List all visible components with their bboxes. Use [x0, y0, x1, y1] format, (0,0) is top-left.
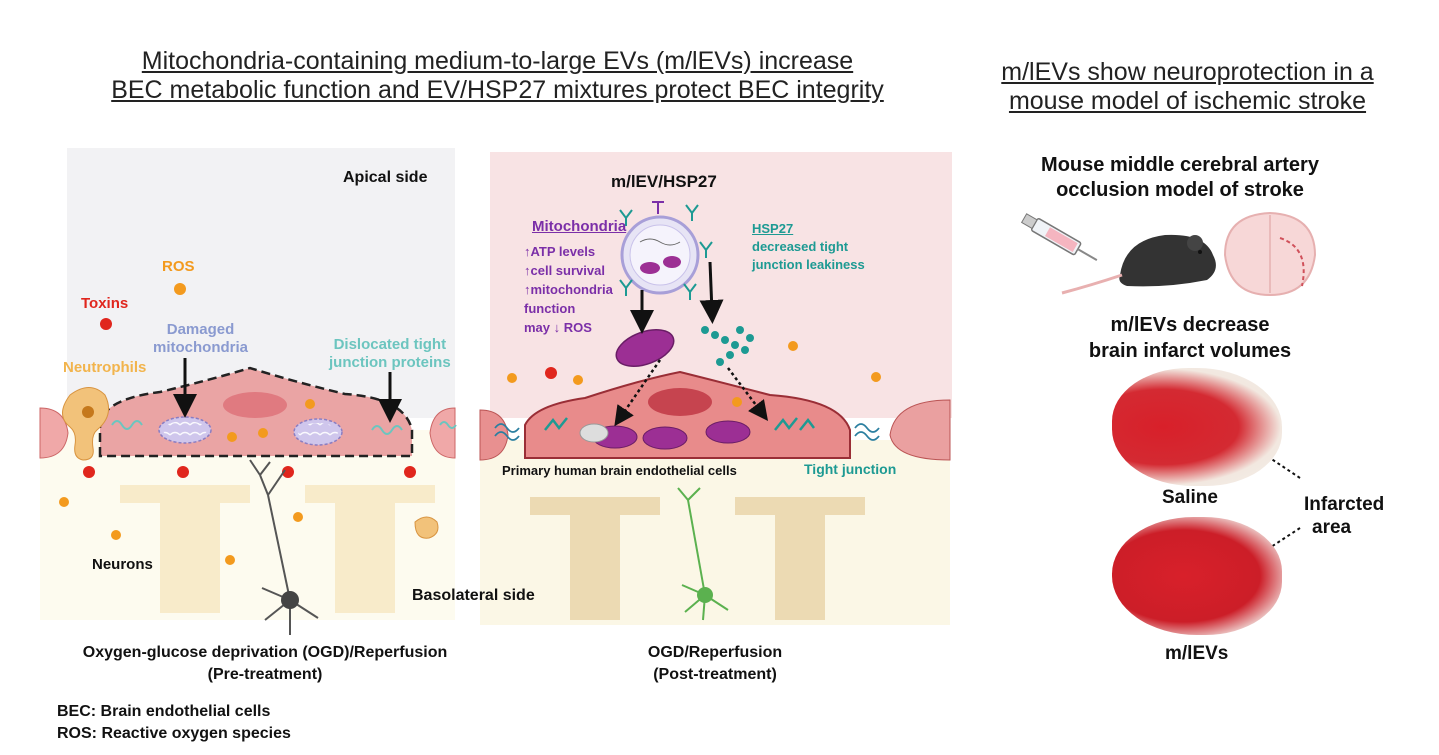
post-basolateral-background — [480, 440, 950, 625]
saline-label: Saline — [1162, 487, 1218, 508]
brain-slice-drawing — [1223, 211, 1317, 297]
post-edge-cell-left — [479, 409, 509, 461]
pre-junction-squiggle-1 — [111, 420, 143, 430]
toxins-label: Toxins — [81, 295, 129, 312]
post-treatment-caption: OGD/Reperfusion (Post-treatment) — [647, 644, 783, 683]
pre-edge-cell-right — [429, 407, 456, 459]
small-neutrophil — [414, 516, 439, 539]
ros-label: ROS — [162, 258, 195, 275]
damaged-mitochondria-label: Damaged mitochondria — [153, 321, 249, 356]
left-title-line1: Mitochondria-containing medium-to-large … — [141, 47, 854, 75]
mouse — [1061, 234, 1216, 295]
left-title-line2: BEC metabolic function and EV/HSP27 mixt… — [111, 76, 884, 104]
hsp27-effects: decreased tight junction leakiness — [752, 239, 865, 272]
pre-pillar-1 — [120, 485, 250, 613]
ev-vesicle — [620, 201, 700, 295]
pre-edge-cell-left — [39, 407, 69, 459]
neutrophils-label: Neutrophils — [63, 359, 147, 376]
post-pillar-2 — [735, 497, 865, 620]
post-hsp27-in-cell — [544, 417, 815, 431]
pre-pillar-2 — [305, 485, 435, 613]
post-edge-cell-right — [889, 399, 951, 461]
mitochondria-heading: Mitochondria — [532, 218, 627, 235]
hsp27-heading: HSP27 — [752, 221, 794, 236]
tight-junction-label: Tight junction — [804, 461, 897, 477]
post-junction-1 — [494, 423, 520, 441]
primary-cells-label: Primary human brain endothelial cells — [502, 463, 737, 478]
stroke-result-label: m/lEVs decrease brain infarct volumes — [1088, 314, 1292, 362]
mitochondria-effects: ↑ATP levels ↑cell survival ↑mitochondria… — [524, 244, 613, 335]
right-title: m/lEVs show neuroprotection in a mouse m… — [955, 58, 1420, 116]
infarcted-area-label: Infarcted area — [1304, 494, 1385, 538]
right-title-line2: mouse model of ischemic stroke — [1008, 87, 1367, 115]
legend-ros: ROS: Reactive oxygen species — [57, 725, 291, 742]
post-neuron — [677, 487, 729, 621]
right-title-line1: m/lEVs show neuroprotection in a — [1001, 58, 1374, 86]
neurons-label: Neurons — [92, 556, 153, 573]
post-hsp27-cluster — [701, 326, 754, 366]
post-junction-2 — [854, 423, 880, 441]
mlev-hsp27-label: m/lEV/HSP27 — [611, 172, 717, 191]
syringe — [1020, 213, 1098, 261]
dislocated-junction-label: Dislocated tight junction proteins — [329, 336, 451, 371]
hsp27-floating — [619, 204, 713, 300]
mlev-brain-photo — [1112, 517, 1282, 635]
legend: BEC: Brain endothelial cells ROS: Reacti… — [57, 701, 291, 745]
pre-junction-squiggle-3 — [439, 421, 457, 429]
post-pillar-1 — [530, 497, 660, 620]
post-mitochondria-in-cell — [579, 420, 751, 450]
pre-junction-squiggle-2 — [371, 425, 403, 435]
basolateral-side-label: Basolateral side — [412, 587, 535, 604]
left-title: Mitochondria-containing medium-to-large … — [40, 47, 955, 105]
apical-side-label: Apical side — [343, 169, 428, 186]
pre-treatment-caption: Oxygen-glucose deprivation (OGD)/Reperfu… — [82, 644, 448, 683]
stroke-model-label: Mouse middle cerebral artery occlusion m… — [1041, 154, 1319, 201]
mlevs-label: m/lEVs — [1165, 643, 1229, 664]
pre-nucleus — [223, 392, 287, 418]
post-nucleus — [648, 388, 712, 416]
legend-bec: BEC: Brain endothelial cells — [57, 703, 271, 720]
saline-brain-photo — [1112, 368, 1282, 486]
neutrophil-cell — [62, 387, 110, 461]
